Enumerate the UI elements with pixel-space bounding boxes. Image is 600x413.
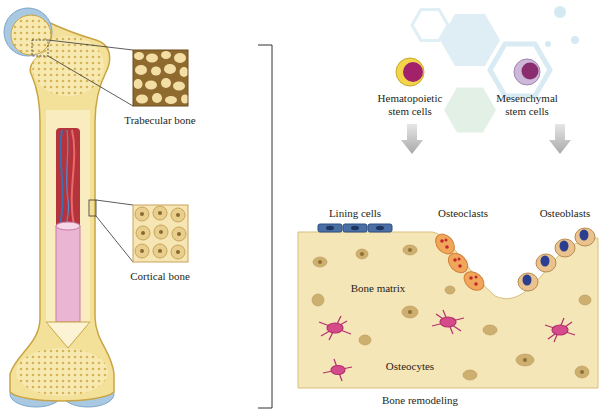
remodeling-panel bbox=[298, 224, 598, 388]
part-label: Osteoclasts bbox=[438, 207, 488, 220]
part-label: Cortical bone bbox=[130, 270, 190, 283]
figure-caption: Bone remodeling bbox=[382, 394, 458, 407]
part-label: Bone matrix bbox=[351, 282, 406, 295]
bracket bbox=[258, 45, 272, 408]
hexagon-background bbox=[412, 6, 579, 133]
magnifier-lines bbox=[32, 40, 133, 262]
part-label: Mesenchymal stem cells bbox=[488, 92, 566, 118]
stem-cell-icons bbox=[396, 58, 540, 86]
trabecular-detail bbox=[133, 50, 189, 106]
part-label: Trabecular bone bbox=[124, 114, 195, 127]
femur-drawing bbox=[4, 8, 114, 407]
differentiation-arrows bbox=[401, 124, 571, 154]
part-label: Hematopoietic stem cells bbox=[371, 92, 449, 118]
part-label: Osteoblasts bbox=[540, 207, 591, 220]
part-label: Lining cells bbox=[329, 207, 381, 220]
part-label: Osteocytes bbox=[386, 360, 434, 373]
cortical-detail bbox=[133, 205, 188, 262]
